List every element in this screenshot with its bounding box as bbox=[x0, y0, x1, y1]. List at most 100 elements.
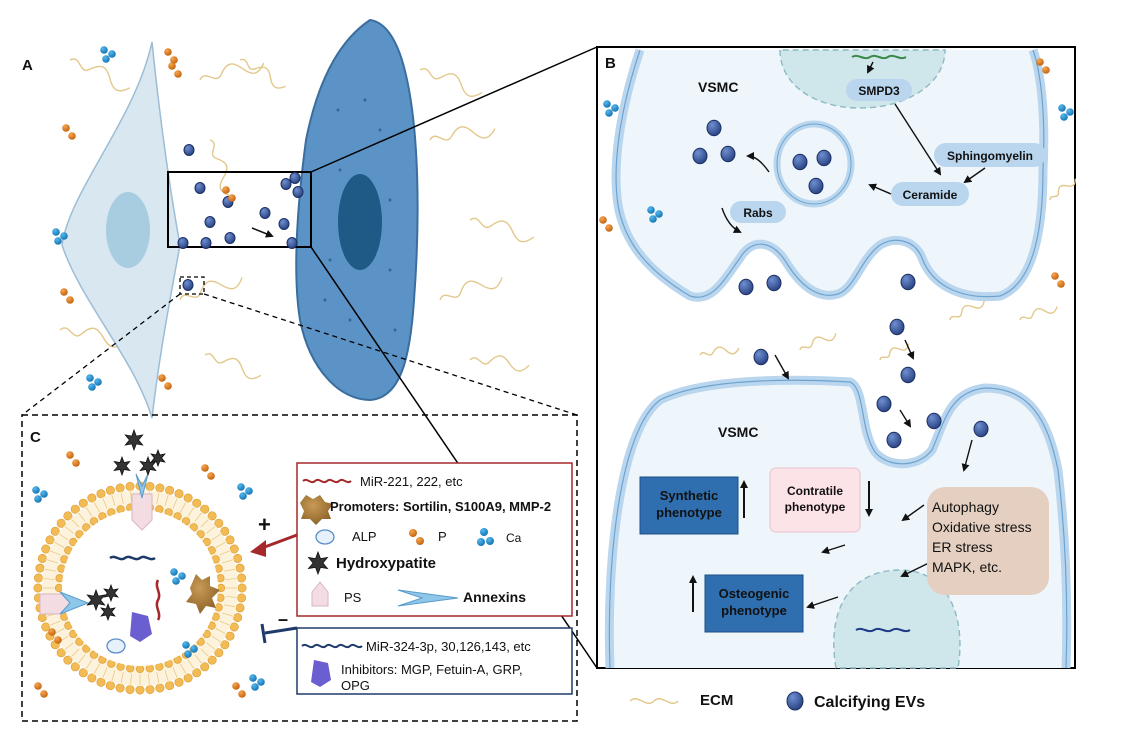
calcifying-ev bbox=[224, 232, 236, 244]
lipid-head-outer bbox=[45, 535, 55, 545]
lipid-bilayer-outer bbox=[33, 481, 247, 695]
lipid-tail bbox=[187, 507, 195, 517]
calcium-ion bbox=[40, 490, 48, 498]
calcifying-ev bbox=[286, 237, 298, 249]
phosphate-ion bbox=[222, 186, 230, 194]
lower-nucleus bbox=[833, 569, 961, 669]
lipid-head-outer bbox=[70, 504, 80, 514]
ceramide-label: Ceramide bbox=[903, 188, 958, 202]
calcium-ion bbox=[32, 486, 40, 494]
lipid-tail bbox=[215, 541, 226, 548]
calcifying-ev bbox=[706, 119, 722, 137]
stress-box bbox=[927, 487, 1049, 595]
lipid-head-outer bbox=[233, 553, 243, 563]
lipid-tail bbox=[78, 512, 86, 522]
ca-label: Ca bbox=[506, 531, 522, 545]
multivesicular-body-edge bbox=[776, 123, 852, 205]
lipid-head-outer bbox=[237, 593, 247, 603]
calcium-ion bbox=[611, 104, 619, 112]
lipid-tail bbox=[194, 654, 202, 664]
lipid-head-outer bbox=[145, 684, 155, 694]
lipid-tail bbox=[194, 512, 202, 522]
cytoplasm-speck bbox=[388, 268, 392, 272]
ev-transfer-arrow bbox=[251, 227, 274, 238]
zoom-box-b bbox=[167, 171, 312, 248]
cytoplasm-speck bbox=[338, 168, 342, 172]
calcifying-ev bbox=[177, 237, 189, 249]
lipid-tail bbox=[54, 628, 65, 635]
lipid-tail bbox=[93, 502, 100, 513]
lipid-head-outer bbox=[70, 662, 80, 672]
phosphate-ion bbox=[1057, 280, 1065, 288]
inhibitors-box bbox=[296, 627, 573, 695]
lipid-tail bbox=[93, 663, 100, 674]
lipid-tail bbox=[54, 541, 65, 548]
lipid-head-inner bbox=[82, 644, 91, 653]
lipid-tail bbox=[130, 673, 132, 685]
lipid-tail bbox=[156, 492, 160, 504]
inhibitor-mirna-in-ev bbox=[109, 555, 156, 561]
calcifying-ev bbox=[278, 218, 290, 230]
calcifying-ev bbox=[900, 273, 916, 291]
ecm-fibers-b bbox=[699, 178, 1076, 361]
calcifying-ev bbox=[720, 145, 736, 163]
lipid-tail bbox=[206, 526, 216, 534]
inhibitor-protein-in-ev bbox=[130, 612, 152, 642]
inhibitor-mirna-icon bbox=[301, 643, 363, 649]
lipid-tail bbox=[111, 670, 116, 681]
calcifying-ev bbox=[183, 144, 195, 156]
lipid-head-outer bbox=[229, 622, 239, 632]
calcifying-ev bbox=[292, 186, 304, 198]
phosphate-ion bbox=[605, 224, 613, 232]
calcifying-ev bbox=[204, 216, 216, 228]
light-cell-nucleus bbox=[106, 192, 150, 268]
calcifying-ev bbox=[182, 279, 194, 291]
stress-line-2: Oxidative stress bbox=[932, 519, 1032, 535]
calcium-ion bbox=[249, 674, 257, 682]
phosphate-ion bbox=[1051, 272, 1059, 280]
promote-arrow-line bbox=[261, 533, 298, 550]
ev-lumen bbox=[62, 510, 218, 666]
ev-legend-icon bbox=[786, 691, 804, 711]
lipid-head-outer bbox=[165, 485, 175, 495]
lipid-tail bbox=[50, 620, 61, 626]
calcifying-ev bbox=[259, 207, 271, 219]
plus-sign: + bbox=[258, 512, 271, 537]
calcium-ion bbox=[257, 678, 265, 686]
lipid-head-outer bbox=[207, 655, 217, 665]
lipid-tail bbox=[180, 663, 187, 674]
panel-c: C MiR-221, 222, etc Promoters: Sortilin,… bbox=[21, 414, 578, 722]
calcium-ion bbox=[1060, 113, 1068, 121]
lipid-head-outer bbox=[105, 485, 115, 495]
lipid-tail bbox=[225, 578, 237, 580]
sphingomyelin-pill bbox=[934, 143, 1046, 167]
lipid-head-outer bbox=[33, 583, 43, 593]
phosphate-ion bbox=[158, 374, 166, 382]
calcium-ion bbox=[655, 210, 663, 218]
legend: ECM Calcifying EVs bbox=[629, 691, 925, 711]
lipid-tail bbox=[225, 596, 237, 598]
phosphate-ion bbox=[1042, 66, 1050, 74]
lipid-head-outer bbox=[125, 684, 135, 694]
lipid-tail bbox=[47, 559, 58, 564]
osteogenic-line-1: Osteogenic bbox=[719, 586, 790, 601]
phosphate-ion bbox=[232, 682, 240, 690]
calcifying-ev bbox=[766, 274, 782, 292]
lipid-head-outer bbox=[220, 640, 230, 650]
promote-arrow-head bbox=[250, 540, 266, 557]
hydroxyapatite-icon bbox=[307, 550, 329, 576]
calcifying-ev bbox=[792, 153, 808, 171]
calcium-ion bbox=[170, 568, 178, 576]
contractile-phenotype-box bbox=[769, 467, 861, 533]
lipid-head-inner bbox=[216, 574, 225, 583]
lipid-tail bbox=[206, 642, 216, 650]
lipid-head-outer bbox=[41, 544, 51, 554]
lipid-tail bbox=[215, 628, 226, 635]
pathway-arrows-b bbox=[721, 61, 986, 609]
lipid-tail bbox=[211, 635, 221, 643]
calcium-ion bbox=[102, 55, 110, 63]
inhibit-bar bbox=[260, 623, 267, 644]
calcifying-ev bbox=[900, 366, 916, 384]
panel-a-label: A bbox=[22, 57, 33, 74]
lipid-tail bbox=[130, 491, 132, 503]
